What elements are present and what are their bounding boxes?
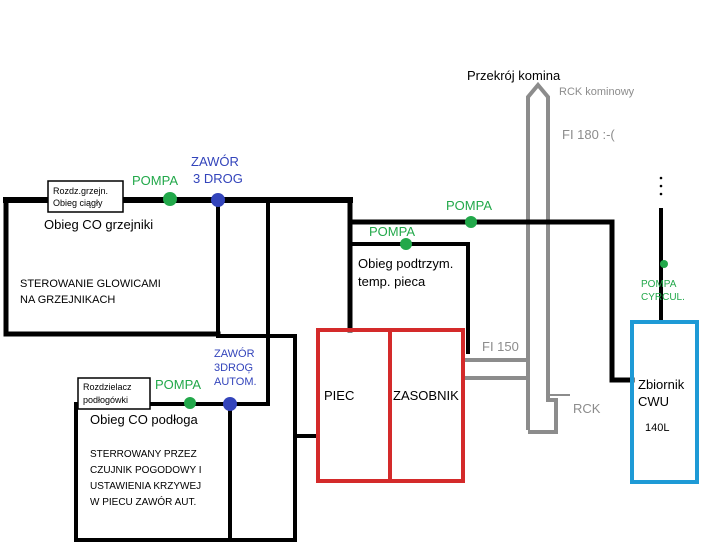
fi150-label: FI 150 bbox=[482, 339, 519, 354]
radiator-circuit-label: Obieg CO grzejniki bbox=[44, 217, 153, 232]
chimney-section-label: Przekrój komina bbox=[467, 68, 561, 83]
floor-circuit-label: Obieg CO podłoga bbox=[90, 412, 198, 427]
pump-cwu-icon bbox=[660, 260, 668, 268]
floor-control-label-1: STERROWANY PRZEZ bbox=[90, 449, 197, 460]
floor-distributor-box bbox=[77, 377, 151, 410]
tank-volume-label: 140L bbox=[645, 422, 669, 434]
floor-control-label-2: CZUJNIK POGODOWY I bbox=[90, 465, 202, 476]
pump-floor-label: POMPA bbox=[155, 377, 201, 392]
floor-control-label-3: USTAWIENIA KRZYWEJ bbox=[90, 481, 201, 492]
valve-top-label-1: ZAWÓR bbox=[191, 154, 239, 169]
valve-floor-label-1: ZAWÓR bbox=[214, 347, 255, 360]
fi180-label: FI 180 :-( bbox=[562, 127, 615, 142]
boiler-label: PIEC bbox=[324, 388, 354, 403]
pumps bbox=[163, 192, 668, 409]
pump-mid-icon bbox=[400, 238, 412, 250]
valve-floor-label-2: 3DROĢ bbox=[214, 362, 253, 374]
radiator-distributor-label-1: Rozdz.grzejn. bbox=[53, 186, 108, 196]
chimney bbox=[463, 81, 570, 434]
pump-cwu-label-1: POMPA bbox=[641, 279, 677, 290]
pump-right-icon bbox=[465, 216, 477, 228]
cwu-tank-box bbox=[630, 320, 699, 484]
radiator-control-label-1: STEROWANIE GLOWICAMI bbox=[20, 278, 161, 290]
floor-distributor-label-2: podłogówki bbox=[83, 395, 128, 405]
continuation-dots bbox=[659, 176, 663, 196]
radiator-control-label-2: NA GRZEJNIKACH bbox=[20, 294, 115, 306]
valves bbox=[211, 193, 237, 411]
pump-cwu-label-2: CYRCUL. bbox=[641, 292, 685, 303]
pump-top-label: POMPA bbox=[132, 173, 178, 188]
radiator-distributor-box bbox=[47, 180, 124, 213]
pump-top-icon bbox=[163, 192, 177, 206]
boiler-unit bbox=[316, 328, 465, 483]
floor-control-label-4: W PIECU ZAWÓR AUT. bbox=[90, 495, 196, 508]
rck-chimney-label: RCK kominowy bbox=[559, 86, 635, 98]
pump-mid-label: POMPA bbox=[369, 224, 415, 239]
tank-label-1: Zbiornik bbox=[638, 377, 685, 392]
pump-right-label: POMPA bbox=[446, 198, 492, 213]
support-circuit-label-2: temp. pieca bbox=[358, 274, 426, 289]
radiator-distributor-label-2: Obieg ciągły bbox=[53, 198, 103, 208]
storage-label: ZASOBNIK bbox=[393, 388, 459, 403]
support-circuit-label-1: Obieg podtrzym. bbox=[358, 256, 453, 271]
pump-floor-icon bbox=[184, 397, 196, 409]
valve-top-icon bbox=[211, 193, 225, 207]
rck-label: RCK bbox=[573, 401, 601, 416]
tank-label-2: CWU bbox=[638, 394, 669, 409]
floor-distributor-label-1: Rozdzielacz bbox=[83, 382, 132, 392]
valve-floor-icon bbox=[223, 397, 237, 411]
valve-top-label-2: 3 DROG bbox=[193, 171, 243, 186]
chimney-outline bbox=[526, 81, 558, 434]
valve-floor-label-3: AUTOM. bbox=[214, 376, 257, 388]
